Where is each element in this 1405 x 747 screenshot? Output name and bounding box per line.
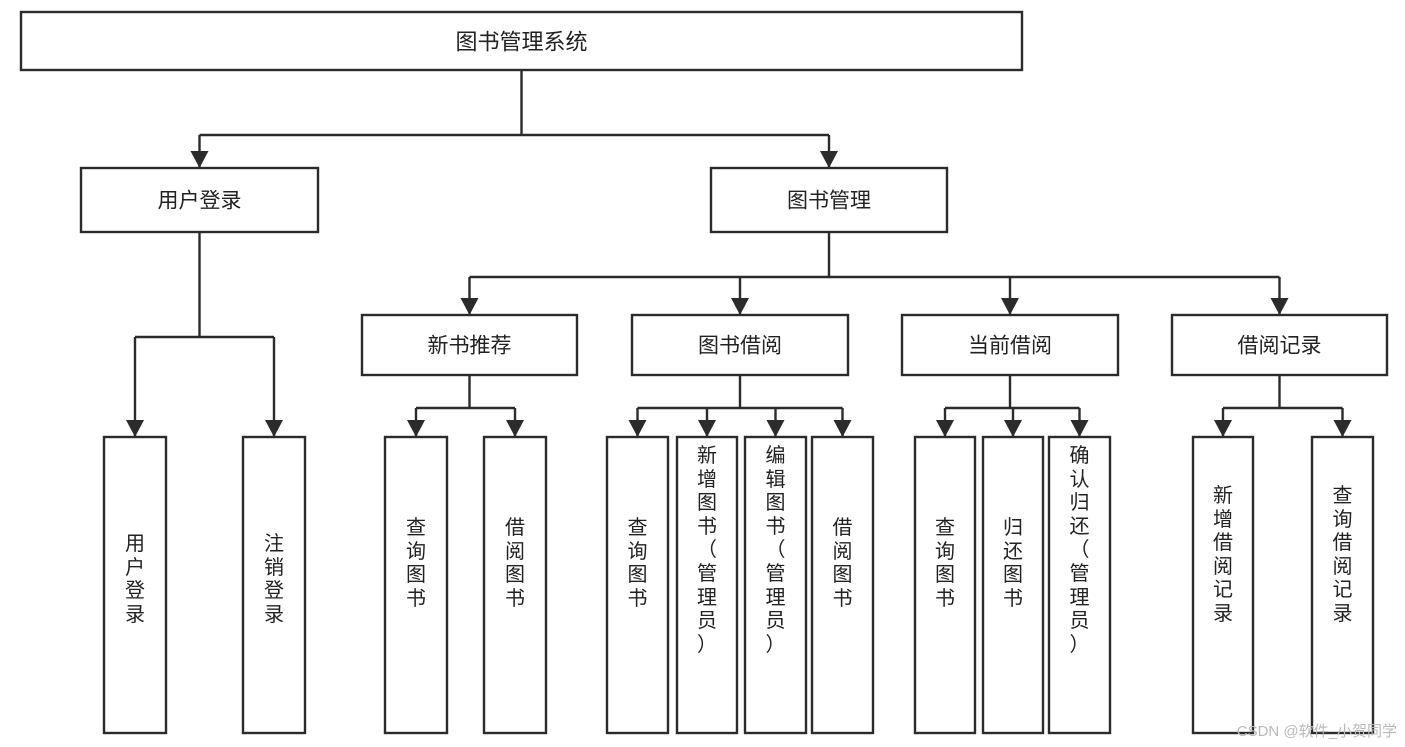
node-box-book-borrow[interactable] (630, 313, 850, 377)
node-label: 新书推荐 (428, 335, 512, 358)
arrow-head-icon (126, 420, 144, 437)
node-box-leaf-user-login[interactable] (102, 435, 168, 735)
node-label: 图书管理系统 (455, 30, 587, 55)
arrow-head-icon (460, 298, 479, 315)
node-box-leaf-confirm-return[interactable] (1047, 435, 1112, 735)
node-label: 图书借阅 (698, 335, 782, 358)
arrow-head-icon (1214, 420, 1232, 437)
arrow-head-icon (766, 420, 785, 437)
node-box-leaf-logout[interactable] (241, 435, 307, 735)
node-label: 借阅记录 (1238, 335, 1322, 358)
node-box-leaf-query-book-3[interactable] (913, 435, 977, 735)
node-box-leaf-edit-book[interactable] (743, 435, 808, 735)
node-box-leaf-add-record[interactable] (1191, 435, 1255, 735)
arrow-head-icon (190, 151, 209, 168)
node-box-leaf-borrow-book-2[interactable] (810, 435, 875, 735)
node-box-book-manage[interactable] (709, 166, 949, 234)
arrow-head-icon (628, 420, 647, 437)
watermark-text: CSDN @软件_小贺同学 (1236, 723, 1397, 740)
node-box-user-login[interactable] (79, 166, 320, 234)
node-box-leaf-borrow-book-1[interactable] (482, 435, 548, 735)
arrow-head-icon (265, 420, 283, 437)
arrow-head-icon (731, 298, 749, 315)
arrow-head-icon (1333, 420, 1352, 437)
arrow-head-icon (936, 420, 954, 437)
arrow-head-icon (407, 420, 425, 437)
arrow-head-icon (820, 151, 838, 168)
arrow-head-icon (833, 420, 852, 437)
node-label: 图书管理 (787, 190, 871, 213)
node-box-leaf-query-book-2[interactable] (605, 435, 670, 735)
arrow-head-icon (506, 420, 524, 437)
node-box-borrow-record[interactable] (1170, 313, 1389, 377)
node-box-new-book-recommend[interactable] (360, 313, 579, 377)
arrow-head-icon (1070, 420, 1089, 437)
node-label: 当前借阅 (968, 335, 1052, 358)
arrow-head-icon (1001, 298, 1019, 315)
node-box-current-borrow[interactable] (900, 313, 1120, 377)
node-box-leaf-query-book-1[interactable] (383, 435, 449, 735)
node-box-leaf-return-book[interactable] (981, 435, 1045, 735)
node-box-leaf-query-record[interactable] (1310, 435, 1375, 735)
arrow-head-icon (1004, 420, 1022, 437)
connector-layer (126, 70, 1352, 437)
arrow-head-icon (1270, 298, 1289, 315)
node-box-leaf-add-book[interactable] (675, 435, 739, 735)
node-label: 用户登录 (158, 190, 242, 213)
node-box-root[interactable] (19, 10, 1024, 72)
arrow-head-icon (698, 420, 716, 437)
